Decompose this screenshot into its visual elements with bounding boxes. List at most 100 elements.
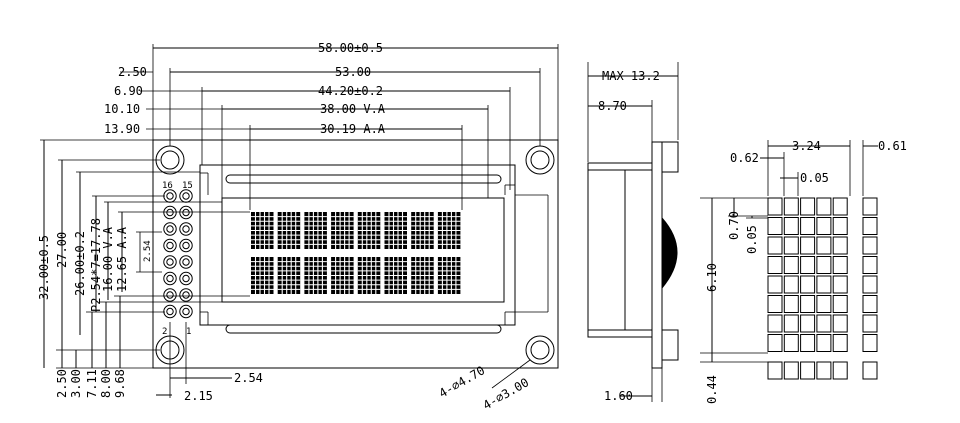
top-rail (225, 174, 502, 184)
pin-pad (163, 288, 177, 302)
dim-dot-gap: 0.05 (800, 171, 829, 185)
dim-hole-span-height: 27.00 (55, 232, 69, 268)
character-grid (251, 212, 461, 294)
cursor-dot (816, 361, 832, 380)
lcd-character-cell (437, 212, 461, 249)
pin-pad (179, 288, 193, 302)
char-dot-matrix-detail (767, 197, 878, 380)
char-dot (832, 236, 848, 255)
pin-pad (163, 222, 177, 236)
next-char-dot (862, 295, 878, 313)
pin-pad (179, 304, 193, 319)
char-dot (832, 197, 848, 216)
char-dot (832, 256, 848, 274)
char-dot (832, 295, 848, 313)
char-dot (816, 256, 832, 274)
dim-bottom-3-00: 3.00 (69, 369, 83, 398)
pin-pad (163, 205, 177, 220)
mount-hole-tr (525, 145, 555, 175)
char-dot (800, 217, 816, 235)
dim-overall-width: 58.00±0.5 (318, 41, 383, 55)
char-dot (800, 275, 816, 294)
char-dot (800, 236, 816, 255)
char-dot (767, 334, 783, 352)
lcd-character-cell (277, 257, 301, 294)
pin-pad (163, 255, 177, 269)
pin-pad (179, 271, 193, 286)
dim-left-2-50: 2.50 (118, 65, 147, 79)
pin-pad (163, 271, 177, 286)
dim-cursor-gap: 0.44 (705, 375, 719, 404)
next-char-dot (862, 197, 878, 216)
dim-active-area-width: 30.19 A.A (320, 122, 386, 136)
lcd-character-cell (251, 257, 274, 294)
pin-label-16: 16 (162, 181, 173, 191)
side-pcb (651, 141, 663, 369)
pin-pad (163, 189, 177, 203)
viewing-area (221, 197, 505, 303)
front-view: 16 15 2 1 (152, 139, 559, 369)
pin-pad (179, 205, 193, 220)
dim-char-height: 6.10 (705, 263, 719, 292)
pin-pad (179, 255, 193, 269)
char-dot (832, 275, 848, 294)
top-dimensions: 58.00±0.5 2.50 53.00 6.90 44.20±0.2 10.1… (104, 41, 559, 210)
next-char-dot (862, 217, 878, 235)
lcd-character-cell (331, 212, 354, 249)
char-dot (816, 236, 832, 255)
char-dot (767, 314, 783, 333)
dim-pin-pitch-total: P2.54*7=17.78 (89, 218, 103, 312)
char-dot (783, 217, 799, 235)
pin-label-1: 1 (186, 327, 191, 337)
dim-bottom-8-00: 8.00 (99, 369, 113, 398)
dim-side-depth: 8.70 (598, 99, 627, 113)
lcd-character-cell (251, 212, 274, 249)
lcd-character-cell (384, 212, 407, 249)
dim-bottom-2-50: 2.50 (55, 369, 69, 398)
dim-left-6-90: 6.90 (114, 84, 143, 98)
char-dot (816, 217, 832, 235)
dim-char-pitch: 0.61 (878, 139, 907, 153)
dim-pin-pitch-small: 2.54 (143, 240, 153, 262)
next-char-dot (862, 236, 878, 255)
char-dot (767, 275, 783, 294)
dim-mount-holes: 4-⌀4.70 (437, 363, 488, 400)
dim-side-max: MAX 13.2 (602, 69, 660, 83)
dim-char-width: 3.24 (792, 139, 821, 153)
lcd-character-cell (437, 257, 461, 294)
bottom-rail (225, 324, 502, 334)
char-dot (832, 314, 848, 333)
lcd-character-cell (357, 212, 381, 249)
side-view: MAX 13.2 8.70 1.60 (587, 62, 679, 403)
dim-view-area-width: 38.00 V.A (320, 102, 386, 116)
pin-pad (179, 238, 193, 253)
char-dot (832, 217, 848, 235)
char-dot (767, 217, 783, 235)
dim-pin-row-offset: 2.54 (234, 371, 263, 385)
dim-view-area-height: 16.00 V.A (101, 226, 115, 292)
char-dot (783, 256, 799, 274)
char-dot (800, 314, 816, 333)
dim-mount-holes-inner: 4-⌀3.00 (481, 375, 532, 412)
mount-hole-br (525, 335, 555, 365)
lcd-character-cell (331, 257, 354, 294)
dim-overall-height: 32.00±0.5 (37, 235, 51, 300)
pcb-outline (152, 139, 559, 369)
char-dot (832, 334, 848, 352)
side-epoxy-blob (661, 216, 678, 290)
dim-char-gap: 0.62 (730, 151, 759, 165)
lcd-character-cell (277, 212, 301, 249)
dim-dot-vgap: 0.05 (745, 225, 759, 254)
char-dot (800, 334, 816, 352)
char-dot (767, 236, 783, 255)
next-cursor-dot (862, 361, 878, 380)
char-dot (767, 295, 783, 313)
dim-pin-col-offset: 2.15 (184, 389, 213, 403)
char-dot (800, 197, 816, 216)
lcd-character-cell (384, 257, 407, 294)
char-dot (816, 295, 832, 313)
char-dot (816, 275, 832, 294)
mount-hole-tl (155, 145, 185, 175)
pin-label-2: 2 (162, 327, 167, 337)
